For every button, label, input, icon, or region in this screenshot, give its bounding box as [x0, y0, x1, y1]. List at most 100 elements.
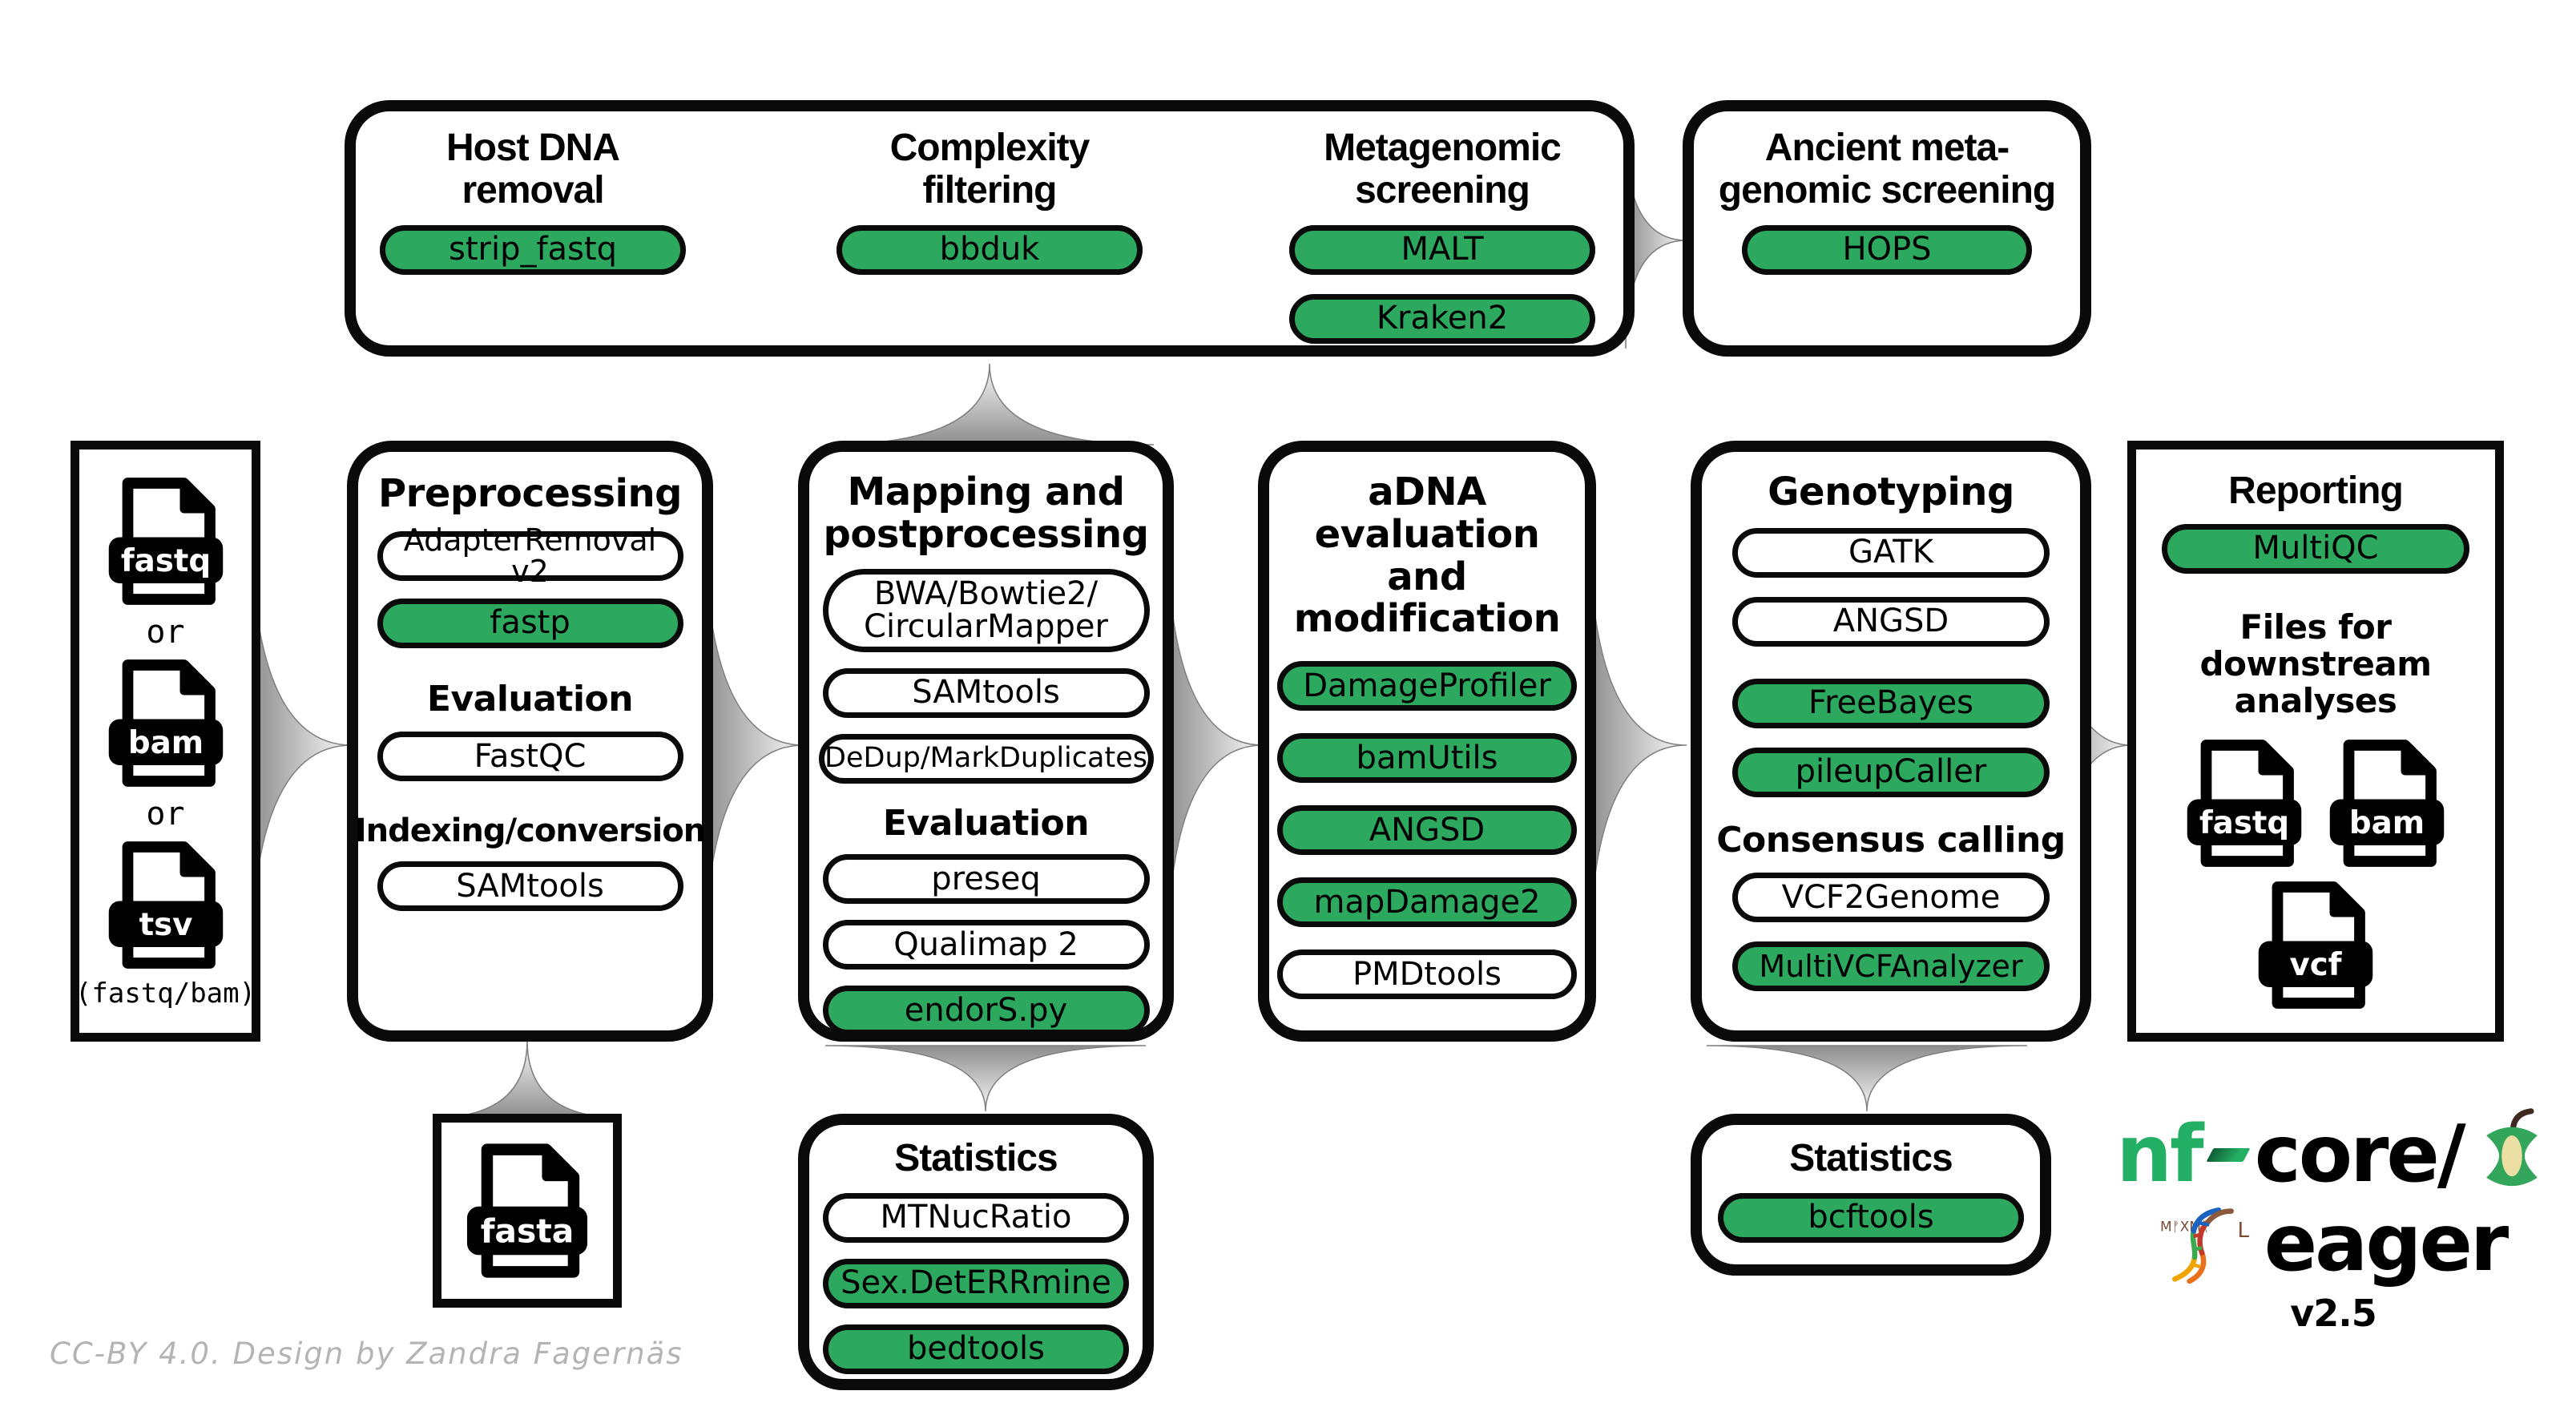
pill-line: BWA/Bowtie2/ [873, 575, 1099, 612]
fastq-output-icon: fastq [2187, 740, 2302, 868]
box-title: Reporting [2228, 470, 2404, 512]
tool-pill-dedup-markduplicates: DeDup/MarkDuplicates [818, 733, 1154, 784]
tool-pill-multiqc: MultiQC [2162, 523, 2469, 574]
title-line: Metagenomic [1324, 127, 1562, 169]
tool-pill-damageprofiler: DamageProfiler [1277, 661, 1577, 712]
metagenomic-screening-group: Metagenomic screening MALT Kraken2 [1270, 111, 1615, 344]
title-line: aDNA evaluation [1314, 470, 1540, 557]
arrow-fasta-to-preprocessing [433, 1039, 622, 1119]
tool-pill-hops: HOPS [1742, 224, 2032, 275]
vcf-output-icon: vcf [2258, 881, 2373, 1010]
box-title: Genotyping [1768, 470, 2014, 514]
downstream-files-heading: Files for downstream analyses [2136, 607, 2495, 721]
box-title: Preprocessing [377, 471, 683, 516]
logo-dash-icon [2206, 1147, 2251, 1162]
logo-line-2: MᚠXMᚱ L eager [2160, 1198, 2509, 1289]
title-line: screening [1355, 168, 1530, 212]
tool-pill-preseq: preseq [822, 853, 1150, 904]
arrow-genotyping-to-statistics [1707, 1045, 2027, 1112]
box-title: Mapping and postprocessing [823, 470, 1150, 557]
reference-fasta-box: fasta [433, 1114, 622, 1308]
tool-pill-mtnucratio: MTNucRatio [823, 1192, 1129, 1243]
title-line: Mapping and [847, 470, 1126, 514]
tool-pill-bbduk: bbduk [836, 224, 1143, 275]
logo-line-1: nf core/ [2116, 1107, 2550, 1202]
consensus-calling-heading: Consensus calling [1716, 819, 2066, 861]
dna-helix-icon: MᚠXMᚱ L [2160, 1207, 2249, 1284]
tool-pill-kraken2: Kraken2 [1289, 293, 1595, 344]
bam-file-icon: bam [108, 659, 223, 787]
tsv-file-icon: tsv [108, 841, 223, 969]
heading-line: analyses [2234, 681, 2397, 721]
input-formats-note: (fastq/bam) [75, 978, 256, 1010]
tool-pill-gatk: GATK [1732, 527, 2050, 578]
genotyping-box: Genotyping GATK ANGSD FreeBayes pileupCa… [1691, 441, 2091, 1042]
tool-pill-sexdeterrmine: Sex.DetERRmine [823, 1258, 1129, 1308]
box-title: Statistics [894, 1137, 1058, 1179]
tool-pill-fastqc: FastQC [377, 732, 683, 782]
nf-core-eager-logo: nf core/ MᚠXMᚱ L [2109, 1107, 2558, 1335]
tool-pill-angsd-adna: ANGSD [1277, 805, 1577, 856]
output-files-row: fastq bam [2184, 737, 2447, 869]
arrow-mapping-to-screening [825, 363, 1154, 445]
arrow-mapping-to-statistics [825, 1045, 1146, 1112]
tool-pill-samtools-map: SAMtools [822, 667, 1150, 718]
file-type-label: fasta [481, 1212, 574, 1251]
file-type-label: tsv [139, 907, 192, 943]
tool-pill-adapterremoval: AdapterRemoval v2 [377, 525, 683, 587]
title-line: Complexity [889, 127, 1090, 169]
box-title: Statistics [1789, 1137, 1953, 1179]
arrow-mapping-to-adna [1166, 513, 1264, 978]
arrow-preprocessing-to-mapping [703, 513, 804, 978]
box-title: aDNA evaluation and modification [1269, 471, 1585, 640]
logo-core-text: core/ [2254, 1109, 2466, 1200]
screening-box: Host DNA removal strip_fastq Complexity … [345, 100, 1635, 357]
preprocessing-box: Preprocessing AdapterRemoval v2 fastp Ev… [347, 441, 713, 1042]
file-type-label: vcf [2289, 947, 2342, 983]
tool-pill-samtools-prep: SAMtools [377, 861, 683, 912]
file-type-label: bam [127, 725, 203, 761]
file-type-label: fastq [120, 543, 210, 579]
arrow-input-to-preprocessing [250, 513, 353, 978]
tool-pill-fastp: fastp [377, 598, 683, 648]
title-line: filtering [922, 168, 1057, 212]
tool-pill-pileupcaller: pileupCaller [1732, 747, 2050, 797]
heading-line: Files for downstream [2199, 607, 2433, 683]
mapping-box: Mapping and postprocessing BWA/Bowtie2/ … [798, 441, 1174, 1042]
box-title: Ancient meta- genomic screening [1719, 127, 2056, 212]
host-dna-removal-group: Host DNA removal strip_fastq [361, 111, 705, 275]
bam-output-icon: bam [2329, 740, 2445, 868]
statistics-genotyping-box: Statistics bcftools [1691, 1114, 2051, 1276]
file-type-label: fastq [2199, 805, 2289, 841]
tool-pill-bamutils: bamUtils [1277, 733, 1577, 784]
group-title: Metagenomic screening [1324, 127, 1562, 212]
tool-pill-bcftools: bcftools [1718, 1192, 2024, 1243]
or-label: or [146, 614, 185, 651]
reporting-box: Reporting MultiQC Files for downstream a… [2127, 441, 2504, 1042]
arrow-adna-to-genotyping [1588, 513, 1687, 978]
statistics-mapping-box: Statistics MTNucRatio Sex.DetERRmine bed… [798, 1114, 1154, 1390]
title-line: Host DNA [446, 127, 620, 169]
input-files-box: fastq or bam or tsv (fastq/bam) [71, 441, 260, 1042]
tool-pill-pmdtools: PMDtools [1277, 949, 1577, 1000]
tool-pill-bwa-bowtie2-circularmapper: BWA/Bowtie2/ CircularMapper [822, 568, 1150, 652]
fastq-file-icon: fastq [108, 478, 223, 605]
pill-line: CircularMapper [864, 607, 1108, 645]
tool-pill-angsd-geno: ANGSD [1732, 596, 2050, 647]
logo-version: v2.5 [2290, 1292, 2376, 1335]
tool-pill-endors-py: endorS.py [822, 985, 1150, 1035]
title-line: postprocessing [823, 511, 1150, 557]
tool-pill-malt: MALT [1289, 224, 1595, 275]
logo-nf-text: nf [2116, 1109, 2203, 1200]
group-title: Host DNA removal [446, 127, 620, 212]
indexing-conversion-heading: Indexing/conversion [354, 812, 706, 850]
apple-core-icon [2485, 1108, 2538, 1187]
evaluation-heading: Evaluation [426, 678, 634, 720]
tool-pill-mapdamage2: mapDamage2 [1277, 877, 1577, 928]
adna-box: aDNA evaluation and modification DamageP… [1258, 441, 1596, 1042]
title-line: removal [462, 168, 604, 212]
ancient-screening-box: Ancient meta- genomic screening HOPS [1683, 100, 2091, 357]
logo-eager-text: eager [2264, 1198, 2509, 1289]
title-line: and modification [1293, 554, 1561, 642]
